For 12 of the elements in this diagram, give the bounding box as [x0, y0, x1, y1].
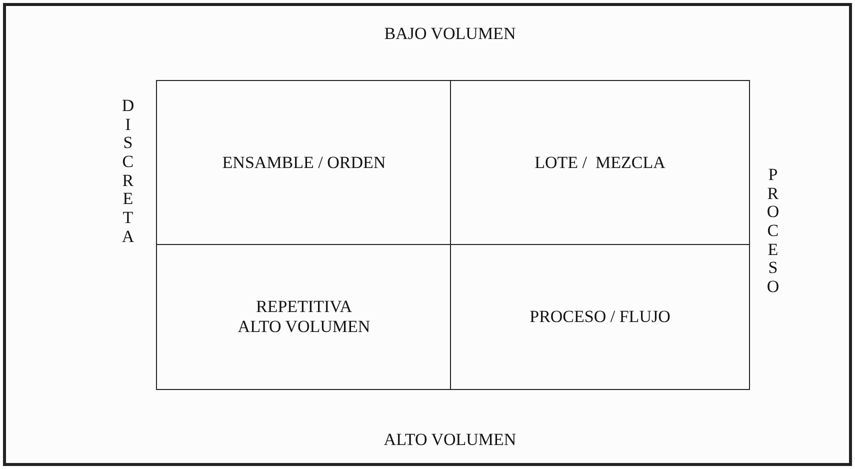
axis-label: DISCRETA [122, 97, 134, 246]
quadrant-label: LOTE / MEZCLA [534, 152, 666, 174]
axis-label: PROCESO [766, 166, 780, 297]
axis-label: BAJO VOLUMEN [384, 24, 516, 44]
quadrant-label: ENSAMBLE / ORDEN [222, 152, 386, 174]
matrix-quadrant [156, 244, 452, 390]
quadrant-label: PROCESO / FLUJO [530, 306, 670, 328]
matrix-quadrant [450, 80, 750, 246]
matrix-quadrant [156, 80, 452, 246]
matrix-quadrant [450, 244, 750, 390]
axis-label: ALTO VOLUMEN [384, 430, 516, 450]
quadrant-label: REPETITIVA ALTO VOLUMEN [236, 296, 372, 338]
